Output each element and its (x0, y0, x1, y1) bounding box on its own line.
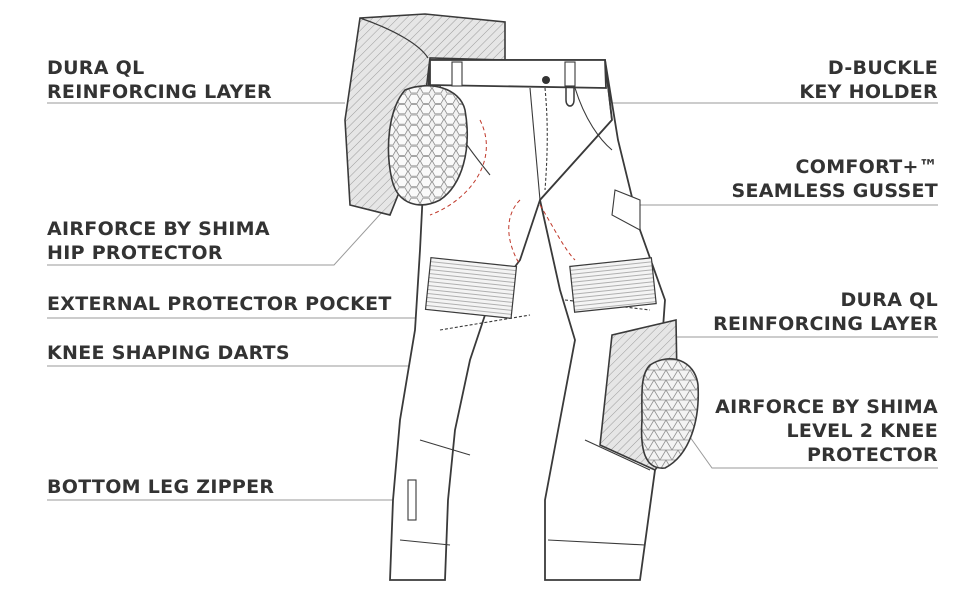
label-knee-protector: AIRFORCE BY SHIMA LEVEL 2 KNEE PROTECTOR (715, 395, 938, 467)
left-knee-rib-panel (424, 256, 518, 320)
label-hip-protector: AIRFORCE BY SHIMA HIP PROTECTOR (47, 217, 270, 265)
label-line: REINFORCING LAYER (47, 81, 272, 103)
label-line: DURA QL (840, 289, 938, 311)
right-knee-rib-panel (569, 257, 657, 313)
gusset-stitching (429, 119, 576, 266)
label-line: REINFORCING LAYER (713, 313, 938, 335)
label-line: BOTTOM LEG ZIPPER (47, 476, 275, 498)
label-line: LEVEL 2 KNEE (786, 420, 938, 442)
label-bottom-zipper: BOTTOM LEG ZIPPER (47, 475, 274, 499)
label-line: PROTECTOR (806, 444, 938, 466)
label-line: SEAMLESS GUSSET (731, 180, 938, 202)
label-dura-ql-top: DURA QL REINFORCING LAYER (47, 56, 272, 104)
knee-protector (640, 358, 700, 469)
label-line: D-BUCKLE (827, 57, 938, 79)
label-line: DURA QL (47, 57, 145, 79)
label-d-buckle: D-BUCKLE KEY HOLDER (799, 56, 938, 104)
label-line: EXTERNAL PROTECTOR POCKET (47, 293, 392, 315)
leader-knee-protector (684, 429, 938, 469)
label-line: KEY HOLDER (799, 81, 938, 103)
label-knee-darts: KNEE SHAPING DARTS (47, 341, 290, 365)
label-dura-ql-knee: DURA QL REINFORCING LAYER (713, 288, 938, 336)
label-comfort-gusset: COMFORT+™ SEAMLESS GUSSET (732, 155, 938, 203)
label-line: AIRFORCE BY SHIMA (47, 218, 270, 240)
label-line: AIRFORCE BY SHIMA (715, 396, 938, 418)
label-line: HIP PROTECTOR (47, 242, 223, 264)
label-line: COMFORT+™ (795, 156, 938, 178)
label-line: KNEE SHAPING DARTS (47, 342, 290, 364)
leader-hip-protector (47, 197, 396, 266)
d-buckle-key-holder (542, 76, 575, 107)
hip-protector (387, 85, 468, 206)
label-external-pocket: EXTERNAL PROTECTOR POCKET (47, 292, 392, 316)
